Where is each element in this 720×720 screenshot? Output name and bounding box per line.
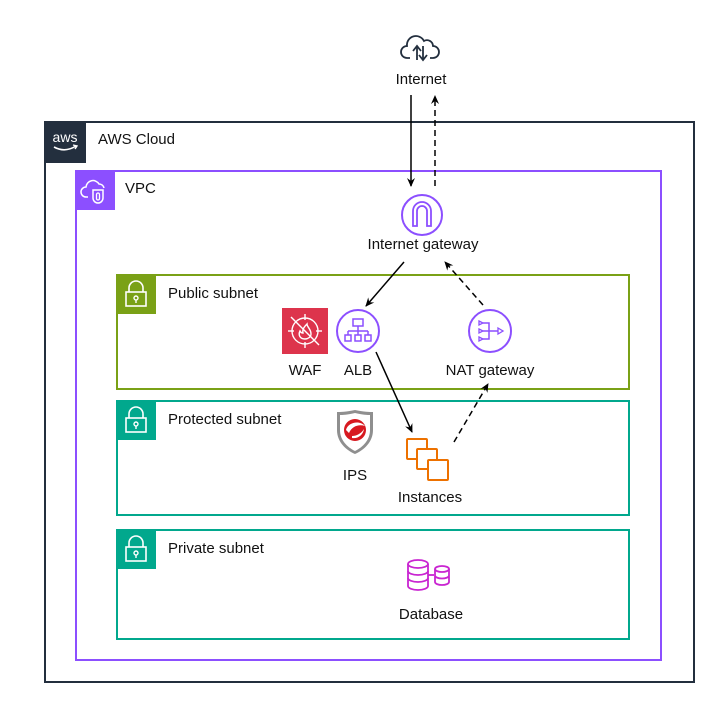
private-subnet-label: Private subnet: [168, 540, 264, 557]
ips-node[interactable]: [334, 408, 376, 456]
load-balancer-icon: [336, 309, 380, 353]
database-node[interactable]: [405, 558, 453, 592]
nat-gateway-node[interactable]: [467, 308, 513, 354]
internet-gateway-node[interactable]: [400, 193, 444, 237]
cloud-upload-download-icon: [400, 35, 440, 62]
public-subnet-group: Public subnet: [116, 274, 630, 390]
ips-label: IPS: [342, 467, 368, 484]
waf-label: WAF: [288, 362, 322, 379]
internet-label: Internet: [395, 71, 447, 88]
lock-icon: [125, 280, 147, 307]
protected-subnet-group: Protected subnet: [116, 400, 630, 516]
vpc-label: VPC: [125, 180, 156, 197]
vpc-icon: [80, 179, 105, 204]
vpc-group: VPC: [75, 170, 662, 661]
nat-gateway-label: NAT gateway: [445, 362, 535, 379]
vpc-badge: [75, 170, 115, 210]
aws-logo-text: aws: [53, 129, 78, 145]
protected-subnet-badge: [116, 400, 156, 440]
database-label: Database: [398, 606, 464, 623]
instances-node[interactable]: [405, 437, 451, 483]
instances-label: Instances: [397, 489, 463, 506]
aws-cloud-group: aws AWS Cloud: [44, 121, 695, 683]
ips-shield-icon: [337, 410, 373, 454]
ec2-instances-icon: [406, 438, 449, 481]
database-icon: [407, 559, 450, 591]
aws-logo-badge: aws: [44, 121, 86, 163]
nat-gateway-icon: [468, 309, 512, 353]
alb-node[interactable]: [335, 308, 381, 354]
aws-cloud-label: AWS Cloud: [98, 131, 175, 148]
private-subnet-group: Private subnet: [116, 529, 630, 640]
alb-label: ALB: [343, 362, 373, 379]
waf-node[interactable]: [282, 308, 328, 354]
public-subnet-badge: [116, 274, 156, 314]
lock-icon: [125, 406, 147, 433]
public-subnet-label: Public subnet: [168, 285, 259, 302]
internet-node[interactable]: [400, 30, 440, 66]
aws-logo-icon: aws: [53, 129, 79, 151]
private-subnet-badge: [116, 529, 156, 569]
internet-gateway-icon: [401, 194, 443, 236]
lock-icon: [125, 535, 147, 562]
protected-subnet-label: Protected subnet: [168, 411, 282, 428]
internet-gateway-label: Internet gateway: [367, 236, 479, 253]
waf-icon: [288, 314, 322, 348]
